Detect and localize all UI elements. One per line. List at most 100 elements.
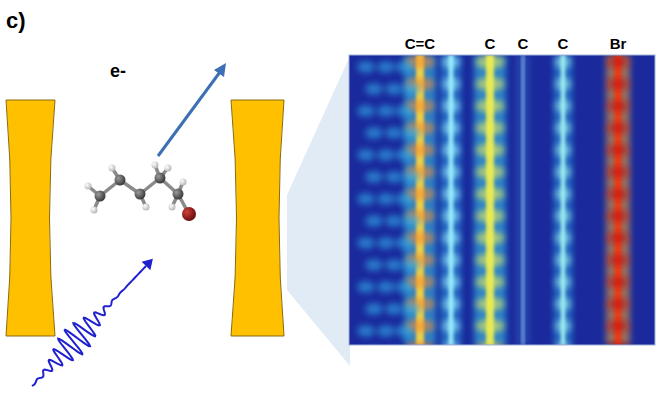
- heatmap-ground: [349, 55, 655, 345]
- wave-blob: [555, 165, 571, 179]
- wave-blob: [476, 165, 505, 179]
- spectral-band: [474, 55, 506, 345]
- hydrogen-atom: [165, 165, 172, 172]
- wave-blob: [555, 99, 571, 113]
- wave-blob: [365, 171, 383, 183]
- wave-blob: [607, 99, 629, 113]
- band-core: [522, 55, 525, 345]
- wave-blob: [357, 105, 375, 117]
- particle-label: e-: [110, 62, 126, 80]
- wave-blob: [442, 55, 460, 69]
- wave-blob: [607, 55, 629, 69]
- wave-blob: [476, 319, 505, 333]
- wave-blob: [377, 281, 395, 293]
- wave-blob: [403, 171, 421, 183]
- wave-blob: [395, 325, 413, 337]
- wave-blob: [395, 193, 413, 205]
- wave-blob: [442, 99, 460, 113]
- wave-blob: [442, 319, 460, 333]
- molecule: [85, 162, 197, 222]
- wave-blob: [555, 297, 571, 311]
- wave-blob: [607, 319, 629, 333]
- atom-label: C: [558, 36, 569, 51]
- wave-blob: [395, 149, 413, 161]
- wave-blob: [403, 215, 421, 227]
- wave-blob: [607, 143, 629, 157]
- arrow-head: [142, 259, 153, 270]
- wave-blob: [403, 303, 421, 315]
- spectral-band: [441, 55, 461, 345]
- wave-blob: [406, 341, 435, 345]
- heatmap-frame: [349, 55, 655, 345]
- wave-blob: [357, 149, 375, 161]
- atom-label: C: [485, 36, 496, 51]
- carbon-atom: [173, 189, 184, 200]
- wave-blob: [385, 127, 403, 139]
- wave-blob: [555, 275, 571, 289]
- wave-blob: [442, 341, 460, 345]
- wave-blob: [377, 149, 395, 161]
- cavity-mirror: [231, 100, 284, 336]
- wave-blob: [555, 253, 571, 267]
- wave-blob: [442, 77, 460, 91]
- wave-blob: [403, 83, 421, 95]
- wave-blob: [476, 275, 505, 289]
- wave-blob: [403, 259, 421, 271]
- wave-blob: [442, 231, 460, 245]
- wave-blob: [365, 215, 383, 227]
- wave-blob: [476, 341, 505, 345]
- bond-label: C=C: [405, 36, 435, 51]
- wave-blob: [555, 121, 571, 135]
- wave-blob: [442, 165, 460, 179]
- arrow-head: [214, 63, 226, 77]
- cavity-mirror: [6, 100, 55, 336]
- wave-blob: [555, 231, 571, 245]
- atom-label: C: [518, 36, 529, 51]
- wave-blob: [395, 61, 413, 73]
- wave-blob: [476, 209, 505, 223]
- wave-blob: [365, 259, 383, 271]
- wave-blob: [476, 55, 505, 69]
- wave-blob: [476, 77, 505, 91]
- hydrogen-atom: [109, 165, 116, 172]
- wave-blob: [555, 187, 571, 201]
- carbon-atom: [135, 189, 146, 200]
- spectral-band: [517, 55, 529, 345]
- wave-blob: [607, 297, 629, 311]
- wave-blob: [607, 341, 629, 345]
- hydrogen-atom: [143, 204, 150, 211]
- hydrogen-atom: [85, 183, 92, 190]
- wave-blob: [555, 77, 571, 91]
- wave-blob: [607, 165, 629, 179]
- wave-blob: [377, 237, 395, 249]
- wave-blob: [442, 143, 460, 157]
- wave-blob: [365, 83, 383, 95]
- wave-blob: [357, 281, 375, 293]
- wave-blob: [385, 303, 403, 315]
- wave-blob: [365, 127, 383, 139]
- wave-blob: [442, 209, 460, 223]
- wave-blob: [377, 193, 395, 205]
- wave-blob: [365, 303, 383, 315]
- wave-blob: [385, 83, 403, 95]
- hydrogen-atom: [91, 207, 98, 214]
- bromine-atom: [182, 207, 196, 221]
- wave-blob: [442, 297, 460, 311]
- wave-blob: [476, 297, 505, 311]
- wave-blob: [476, 187, 505, 201]
- wave-blob: [476, 253, 505, 267]
- wave-blob: [395, 281, 413, 293]
- projection-beam: [287, 56, 350, 366]
- wave-blob: [476, 231, 505, 245]
- laser-pulse: [32, 259, 153, 386]
- wave-blob: [607, 121, 629, 135]
- wave-blob: [442, 121, 460, 135]
- wave-blob: [377, 325, 395, 337]
- wave-blob: [377, 61, 395, 73]
- wave-blob: [385, 171, 403, 183]
- wave-blob: [385, 215, 403, 227]
- carbon-atom: [115, 175, 126, 186]
- spectral-band: [606, 55, 630, 345]
